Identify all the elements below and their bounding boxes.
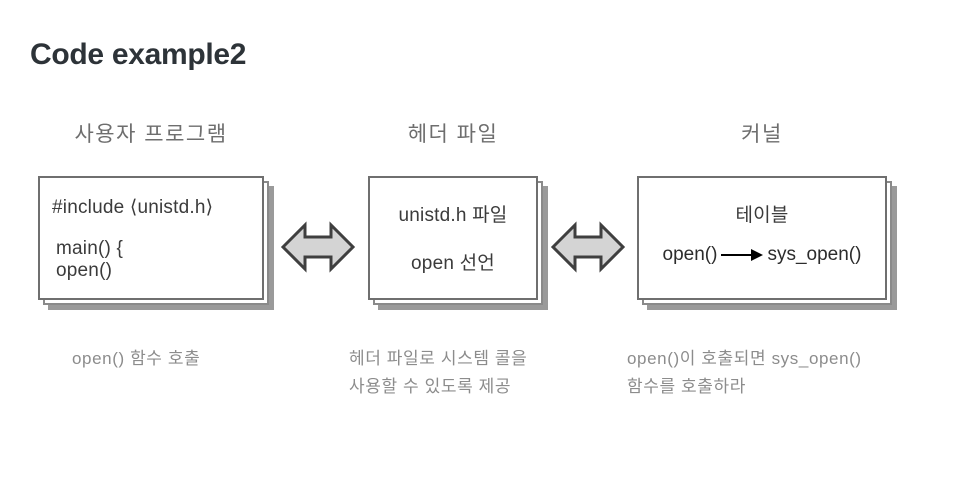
box-card: #include ⟨unistd.h⟩ main() { open() [38, 176, 264, 300]
box-kernel: 테이블 open() sys_open() [637, 176, 897, 310]
header-file-line-filename: unistd.h 파일 [398, 205, 508, 226]
caption-user-program: open() 함수 호출 [72, 345, 200, 373]
box-card: unistd.h 파일 open 선언 [368, 176, 538, 300]
caption-line: 사용할 수 있도록 제공 [349, 377, 512, 396]
kernel-mapping-row: open() sys_open() [639, 244, 885, 266]
kernel-label-open: open() [662, 244, 718, 265]
kernel-label-sys-open: sys_open() [767, 244, 862, 265]
caption-line: open()이 호출되면 sys_open() [627, 349, 862, 368]
code-line-main: main() { [56, 238, 124, 259]
caption-line: 함수를 호출하라 [627, 377, 747, 396]
header-file-line-declaration: open 선언 [411, 253, 495, 274]
caption-header-file: 헤더 파일로 시스템 콜을 사용할 수 있도록 제공 [349, 345, 527, 401]
box-card: 테이블 open() sys_open() [637, 176, 887, 300]
column-header-kernel: 커널 [741, 123, 783, 146]
box-user-program: #include ⟨unistd.h⟩ main() { open() [38, 176, 274, 310]
column-header-user-program: 사용자 프로그램 [74, 123, 228, 146]
double-headed-arrow-icon [551, 218, 625, 276]
code-line-open: open() [56, 260, 113, 281]
caption-line: 헤더 파일로 시스템 콜을 [349, 349, 528, 368]
caption-kernel: open()이 호출되면 sys_open() 함수를 호출하라 [627, 345, 862, 401]
page-title: Code example2 [30, 38, 247, 71]
double-headed-arrow-icon [281, 218, 355, 276]
box-header-file: unistd.h 파일 open 선언 [368, 176, 548, 310]
column-header-header-file: 헤더 파일 [407, 123, 499, 146]
caption-line: open() 함수 호출 [72, 349, 201, 368]
right-arrow-icon [721, 248, 764, 262]
kernel-line-table: 테이블 [735, 205, 789, 226]
code-line-include: #include ⟨unistd.h⟩ [52, 197, 214, 218]
